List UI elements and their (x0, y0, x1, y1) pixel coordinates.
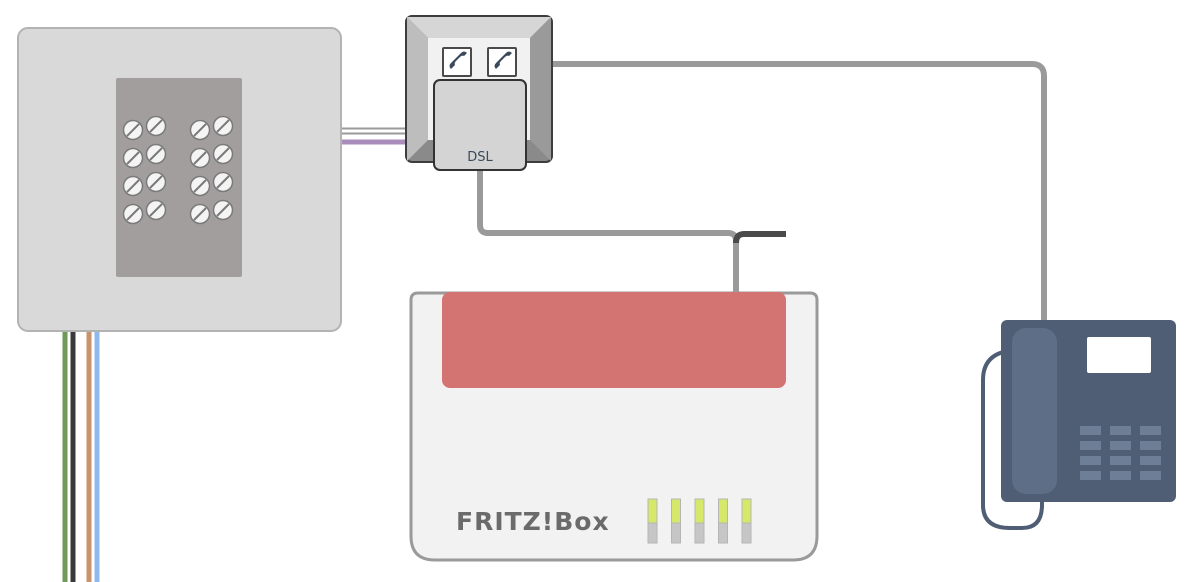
terminal-screw-14 (212, 171, 234, 193)
terminal-screw-16 (212, 199, 234, 221)
dsl-port-label: DSL (467, 150, 493, 165)
terminal-screw-3 (122, 147, 144, 169)
router-led-4 (718, 498, 728, 544)
phone-handset-icon (449, 51, 467, 69)
phone-key[interactable] (1140, 456, 1161, 465)
handset-cord (981, 348, 1044, 530)
phone-port-left[interactable] (442, 47, 472, 77)
router-led-2 (671, 498, 681, 544)
terminal-screw-10 (212, 115, 234, 137)
phone-key[interactable] (1110, 441, 1131, 450)
terminal-screw-4 (145, 143, 167, 165)
desk-telephone (1001, 320, 1176, 502)
phone-key[interactable] (1110, 471, 1131, 480)
phone-key[interactable] (1140, 471, 1161, 480)
fritzbox-router: FRITZ!Box (409, 291, 819, 562)
terminal-screw-5 (122, 175, 144, 197)
router-top-panel (442, 292, 786, 388)
phone-key[interactable] (1110, 456, 1131, 465)
phone-key[interactable] (1080, 426, 1101, 435)
socket-bevel-left (407, 17, 428, 161)
terminal-screw-8 (145, 199, 167, 221)
terminal-screw-1 (122, 119, 144, 141)
cable-dsl-to-router (477, 168, 739, 296)
router-led-5 (741, 498, 752, 544)
router-led-1 (647, 498, 658, 544)
phone-key[interactable] (1080, 441, 1101, 450)
phone-keypad (1080, 426, 1161, 480)
router-led-group (647, 498, 752, 544)
phone-key[interactable] (1080, 471, 1101, 480)
terminal-screw-12 (212, 143, 234, 165)
terminal-screw-13 (189, 175, 211, 197)
terminal-screw-6 (145, 171, 167, 193)
dsl-port-module[interactable]: DSL (433, 79, 527, 171)
cable-router-antenna (733, 231, 786, 244)
router-led-3 (694, 498, 705, 544)
socket-bevel-top (407, 17, 551, 38)
terminal-screw-11 (189, 147, 211, 169)
phone-key[interactable] (1140, 426, 1161, 435)
phone-key[interactable] (1110, 426, 1131, 435)
router-brand-logo: FRITZ!Box (456, 507, 610, 536)
terminal-screws (122, 115, 234, 225)
phone-key[interactable] (1080, 456, 1101, 465)
socket-bevel-right (530, 17, 551, 161)
terminal-screw-15 (189, 203, 211, 225)
terminal-screw-2 (145, 115, 167, 137)
splitter-socket: DSL (405, 15, 553, 171)
phone-port-right[interactable] (487, 47, 517, 77)
terminal-screw-9 (189, 119, 211, 141)
wall-junction-box (17, 27, 342, 332)
cable-splitter-to-phone (522, 61, 1047, 325)
phone-handset-icon (494, 51, 512, 69)
phone-handset (1012, 328, 1057, 494)
phone-display (1087, 337, 1151, 373)
terminal-screw-7 (122, 203, 144, 225)
phone-key[interactable] (1140, 441, 1161, 450)
